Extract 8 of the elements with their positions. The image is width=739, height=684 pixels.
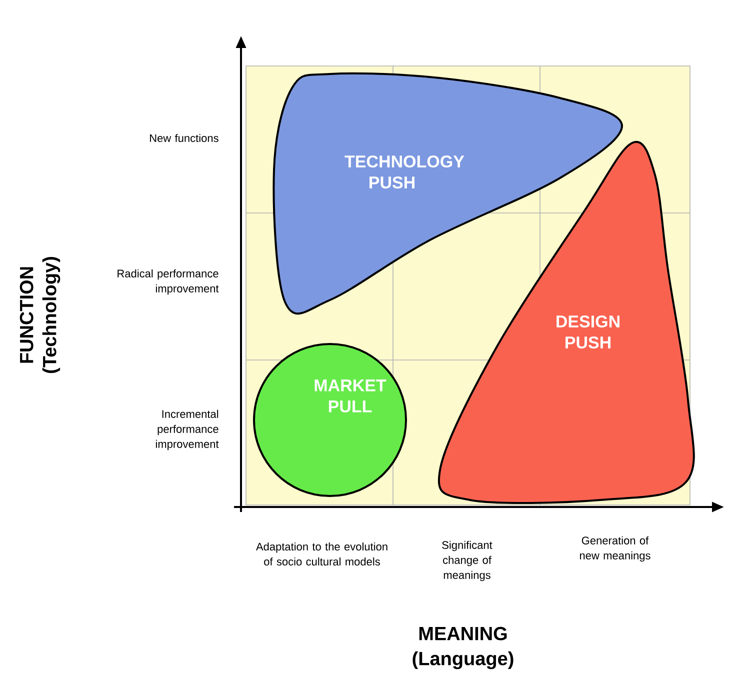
- axis-title: MEANING (Language): [412, 626, 514, 670]
- axis-tick-label: Adaptation to the evolution of socio cultural models: [256, 542, 388, 566]
- axis-tick-label: Generation of new meanings: [580, 536, 650, 562]
- axis-tick-label: New functions: [150, 134, 218, 142]
- axis-title: FUNCTION (Technology): [20, 257, 60, 373]
- axis-tick-label: Significant change of meanings: [442, 540, 492, 582]
- axis-tick-label: Radical performance improvement: [118, 269, 219, 295]
- axis-tick-label: Incremental performance improvement: [156, 410, 219, 450]
